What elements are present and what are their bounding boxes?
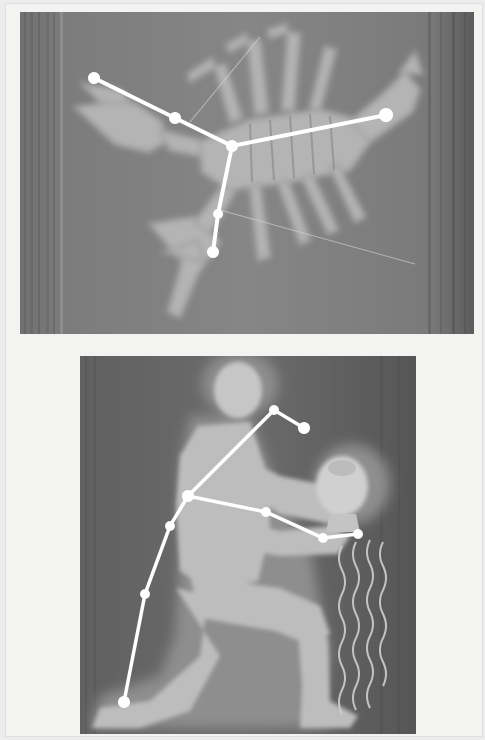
star-icon (88, 72, 100, 84)
star-icon (165, 521, 175, 531)
water-bearer-constellation-image (80, 356, 416, 734)
star-icon (182, 490, 194, 502)
star-icon (140, 589, 150, 599)
star-icon (269, 405, 279, 415)
star-icon (169, 112, 181, 124)
star-icon (318, 533, 328, 543)
star-icon (379, 108, 393, 122)
scorpion-illustration (20, 12, 474, 334)
star-icon (261, 507, 271, 517)
star-icon (298, 422, 310, 434)
scorpion-constellation-image (20, 12, 474, 334)
star-icon (207, 246, 219, 258)
figure-head (214, 362, 262, 418)
star-icon (226, 140, 238, 152)
star-icon (213, 209, 223, 219)
star-icon (118, 696, 130, 708)
water-bearer-illustration (80, 356, 416, 734)
star-icon (353, 529, 363, 539)
